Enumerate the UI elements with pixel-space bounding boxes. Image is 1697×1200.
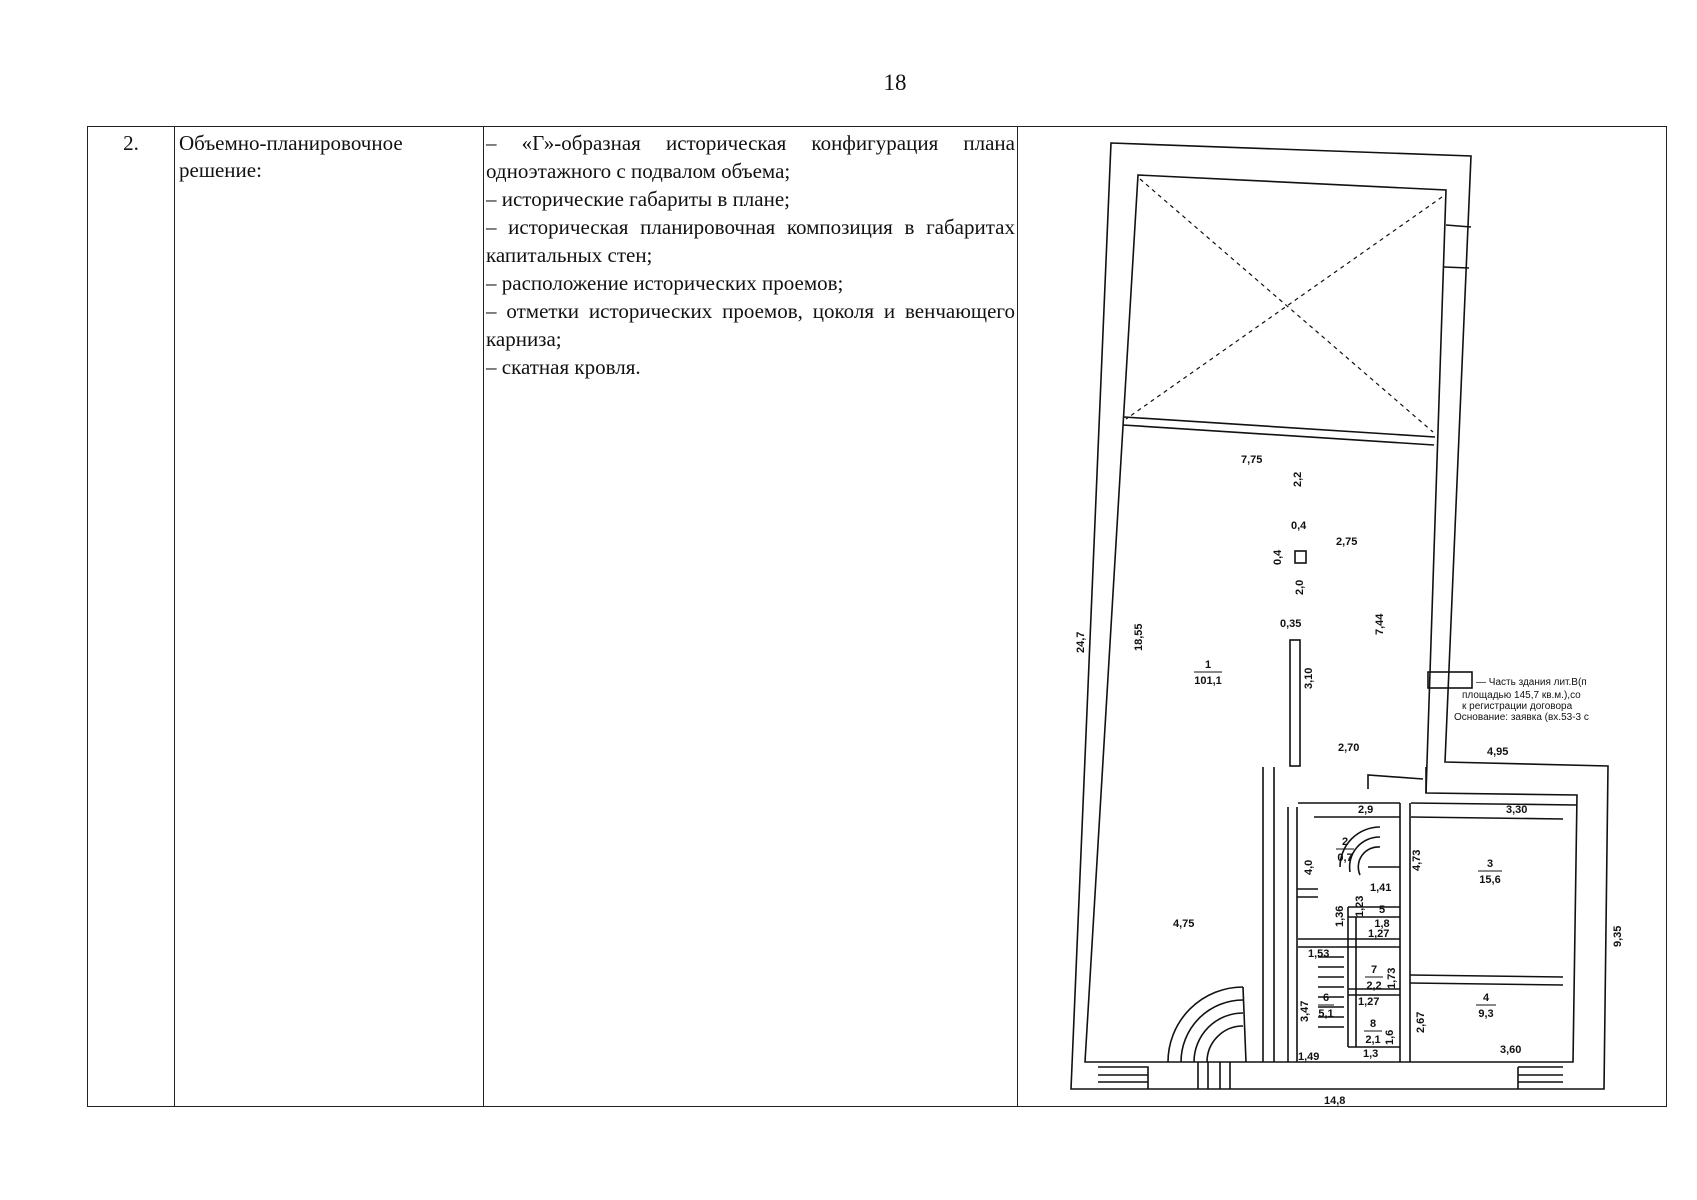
svg-text:4: 4 — [1483, 992, 1490, 1004]
floor-plan-cell: 7,75 2,2 0,4 0,4 2,75 2,0 0,35 7,44 24,7… — [1017, 126, 1667, 1107]
dim-label: 1,49 — [1298, 1051, 1319, 1063]
dim-label: 7,75 — [1241, 454, 1262, 466]
dim-label: 3,47 — [1299, 1001, 1311, 1022]
dim-label: 1,27 — [1368, 928, 1389, 940]
floor-plan-drawing: 7,75 2,2 0,4 0,4 2,75 2,0 0,35 7,44 24,7… — [1070, 142, 1624, 1106]
protected-items-list: – «Г»-образная историческая конфигурация… — [484, 127, 1017, 381]
dim-label: 18,55 — [1133, 623, 1145, 651]
dim-label: 2,70 — [1338, 742, 1359, 754]
svg-text:6: 6 — [1323, 992, 1329, 1004]
dim-label: 24,7 — [1075, 632, 1087, 653]
dim-label: 0,4 — [1291, 520, 1307, 532]
svg-text:1,8: 1,8 — [1374, 918, 1389, 930]
svg-text:5,1: 5,1 — [1318, 1008, 1333, 1020]
dim-label: 4,75 — [1173, 918, 1194, 930]
svg-text:101,1: 101,1 — [1194, 675, 1222, 687]
legend-line: площадью 145,7 кв.м.),со — [1462, 690, 1581, 701]
svg-text:2: 2 — [1342, 836, 1348, 848]
list-item: – скатная кровля. — [486, 355, 641, 379]
dim-label: 2,67 — [1415, 1012, 1427, 1033]
legend-line: Основание: заявка (вх.53-3 с — [1454, 712, 1589, 723]
page-number: 18 — [883, 70, 907, 95]
room-label-6: 6 5,1 — [1318, 992, 1334, 1020]
list-item: – отметки исторических проемов, цоколя и… — [486, 299, 1015, 351]
dim-label: 1,36 — [1334, 906, 1346, 927]
dim-label: 1,3 — [1363, 1048, 1378, 1060]
svg-text:9,3: 9,3 — [1478, 1008, 1493, 1020]
outer-wall-line — [1070, 142, 1609, 1090]
dim-label: 1,23 — [1354, 896, 1366, 917]
row-number: 2. — [123, 131, 139, 155]
svg-text:8: 8 — [1370, 1018, 1376, 1030]
row-title-cell: Объемно-планировочное решение: — [174, 126, 484, 1107]
row-items-cell: – «Г»-образная историческая конфигурация… — [483, 126, 1018, 1107]
room-label-7: 7 2,2 — [1365, 964, 1383, 992]
dim-label: 1,6 — [1384, 1030, 1396, 1045]
dim-label: 7,44 — [1374, 613, 1386, 635]
legend-line: — Часть здания лит.В(п — [1476, 677, 1587, 688]
void-divider — [1122, 416, 1436, 446]
dim-label: 2,9 — [1358, 804, 1373, 816]
dim-label: 3,60 — [1500, 1044, 1521, 1056]
svg-text:2,2: 2,2 — [1366, 980, 1381, 992]
dim-label: 14,8 — [1324, 1095, 1345, 1106]
dim-label: 1,41 — [1370, 882, 1391, 894]
dim-label: 0,35 — [1280, 618, 1301, 630]
room-label-3: 3 15,6 — [1478, 858, 1502, 886]
dim-label: 1,53 — [1308, 948, 1329, 960]
svg-text:15,6: 15,6 — [1479, 874, 1500, 886]
svg-text:7: 7 — [1371, 964, 1377, 976]
list-item: – «Г»-образная историческая конфигурация… — [486, 131, 1015, 183]
room-label-4: 4 9,3 — [1476, 992, 1496, 1020]
dim-label: 1,73 — [1386, 968, 1398, 989]
room-label-2: 2 0,7 — [1336, 836, 1354, 864]
legend-line: к регистрации договора — [1462, 701, 1573, 712]
dim-label: 0,4 — [1272, 549, 1284, 565]
list-item: – исторические габариты в плане; — [486, 187, 790, 211]
dim-label: 4,0 — [1303, 860, 1315, 875]
dim-label: 3,30 — [1506, 804, 1527, 816]
room-label-8: 8 2,1 — [1364, 1018, 1382, 1046]
row-title: Объемно-планировочное решение: — [179, 131, 403, 182]
room-label-1: 1 101,1 — [1194, 659, 1222, 687]
row-number-cell: 2. — [87, 126, 175, 1107]
svg-text:2,1: 2,1 — [1365, 1034, 1380, 1046]
svg-text:3: 3 — [1487, 858, 1493, 870]
table-row: 2. Объемно-планировочное решение: – «Г»-… — [87, 126, 1667, 1107]
heritage-table: 2. Объемно-планировочное решение: – «Г»-… — [87, 126, 1667, 1107]
list-item: – историческая планировочная композиция … — [486, 215, 1015, 267]
svg-text:0,7: 0,7 — [1337, 852, 1352, 864]
svg-text:1: 1 — [1205, 659, 1211, 671]
room-label-5: 5 1,8 — [1373, 904, 1391, 930]
dim-label: 2,0 — [1294, 580, 1306, 595]
dim-label: 2,75 — [1336, 536, 1357, 548]
dim-label: 4,95 — [1487, 746, 1508, 758]
list-item: – расположение исторических проемов; — [486, 271, 844, 295]
legend-swatch — [1427, 671, 1473, 689]
dim-label: 2,2 — [1292, 472, 1304, 487]
inner-wall-line — [1084, 174, 1578, 1063]
dim-label: 1,27 — [1358, 996, 1379, 1008]
dim-label: 3,10 — [1303, 668, 1315, 689]
dim-label: 4,73 — [1411, 850, 1423, 871]
dim-label: 9,35 — [1612, 926, 1624, 947]
svg-text:5: 5 — [1379, 904, 1385, 916]
